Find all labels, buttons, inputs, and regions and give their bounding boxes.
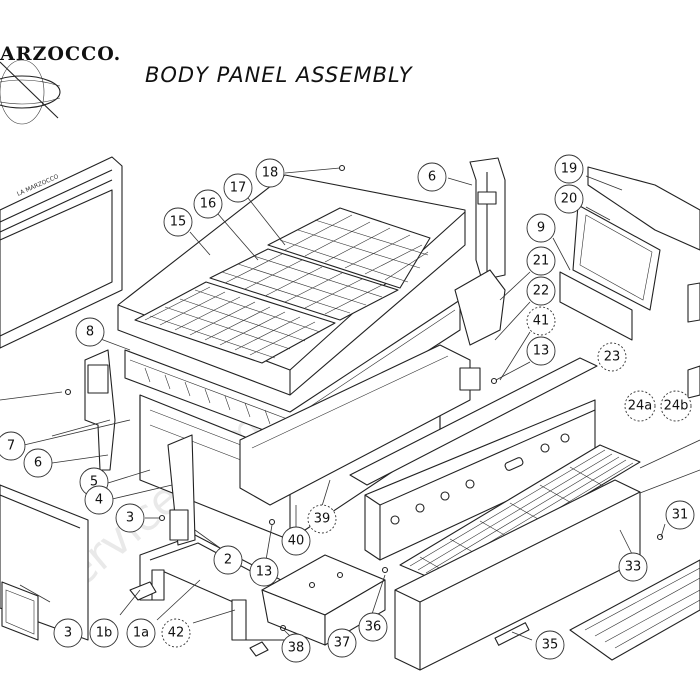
callout-label: 6 [34, 456, 42, 471]
callout-36: 36 [358, 612, 388, 642]
callout-label: 1b [96, 626, 113, 641]
front-panel-holes [390, 433, 570, 525]
callout-label: 15 [170, 215, 187, 230]
callout-1a: 1a [126, 618, 156, 648]
callout-label: 9 [537, 221, 545, 236]
globe-logo [0, 59, 61, 125]
callout-8: 8 [75, 317, 105, 347]
callout-33: 33 [618, 552, 648, 582]
callout-label: 24a [628, 399, 653, 414]
callout-label: 24b [664, 399, 689, 414]
callout-label: 20 [561, 192, 578, 207]
callout-label: 33 [625, 560, 642, 575]
callout-21: 21 [526, 246, 556, 276]
callout-7: 7 [0, 431, 26, 461]
callout-label: 18 [262, 166, 279, 181]
callout-23: 23 [597, 342, 627, 372]
callout-label: 22 [533, 284, 550, 299]
callout-6-left: 6 [23, 448, 53, 478]
callout-label: 38 [288, 641, 305, 656]
callout-35: 35 [535, 630, 565, 660]
callout-41: 41 [526, 306, 556, 336]
callout-label: 13 [256, 565, 273, 580]
callout-4: 4 [84, 485, 114, 515]
callout-label: 8 [86, 325, 94, 340]
callout-17: 17 [223, 173, 253, 203]
callout-18: 18 [255, 158, 285, 188]
callout-20: 20 [554, 184, 584, 214]
callout-label: 2 [224, 553, 232, 568]
left-bracket [84, 349, 196, 546]
callout-label: 13 [533, 344, 550, 359]
callout-label: 3 [126, 511, 134, 526]
callout-3-bottom: 3 [53, 618, 83, 648]
callout-label: 35 [542, 638, 559, 653]
callout-19: 19 [554, 154, 584, 184]
page-title: BODY PANEL ASSEMBLY [145, 63, 414, 87]
callout-label: 42 [168, 626, 185, 641]
callout-31: 31 [665, 500, 695, 530]
callout-6-top: 6 [417, 162, 447, 192]
callout-label: 31 [672, 508, 689, 523]
callout-22: 22 [526, 276, 556, 306]
callout-16: 16 [193, 189, 223, 219]
callout-label: 23 [604, 350, 621, 365]
callout-label: 7 [7, 439, 15, 454]
callout-15: 15 [163, 207, 193, 237]
brand-name: ARZOCCO. [0, 43, 121, 65]
callout-label: 5 [90, 475, 98, 490]
callout-label: 36 [365, 620, 382, 635]
callout-13-right: 13 [526, 336, 556, 366]
drip-tray-assembly [349, 357, 700, 671]
callout-37: 37 [327, 628, 357, 658]
cup-grate-middle [209, 248, 399, 321]
callout-42: 42 [161, 618, 191, 648]
callout-label: 21 [533, 254, 550, 269]
callout-3-mid: 3 [115, 503, 145, 533]
cup-grate-left [134, 281, 336, 364]
callout-label: 39 [314, 512, 331, 527]
callout-label: 37 [334, 636, 351, 651]
callout-label: 6 [428, 170, 436, 185]
steam-bracket [454, 157, 506, 391]
callout-40: 40 [281, 526, 311, 556]
callout-38: 38 [281, 633, 311, 663]
callout-label: 19 [561, 162, 578, 177]
leader-lines [0, 167, 700, 643]
frame-body [124, 299, 471, 541]
callout-24b: 24b [660, 390, 692, 422]
callout-label: 16 [200, 197, 217, 212]
cup-grate-right [267, 207, 431, 289]
callout-label: 17 [230, 181, 247, 196]
left-lower-panel [0, 484, 89, 641]
callouts: 18 17 16 15 6 19 20 9 21 22 41 13 23 24a… [0, 154, 695, 663]
callout-label: 1a [133, 626, 149, 641]
callout-2: 2 [213, 545, 243, 575]
callout-1b: 1b [89, 618, 119, 648]
callout-label: 4 [95, 493, 103, 508]
top-work-surface [117, 174, 466, 396]
callout-label: 41 [533, 314, 550, 329]
left-side-panel: LA MARZOCCO [0, 156, 123, 349]
callout-label: 40 [288, 534, 305, 549]
callout-24a: 24a [624, 390, 656, 422]
callout-label: 3 [64, 626, 72, 641]
callout-13-left: 13 [249, 557, 279, 587]
callout-39: 39 [307, 504, 337, 534]
callout-9: 9 [526, 213, 556, 243]
